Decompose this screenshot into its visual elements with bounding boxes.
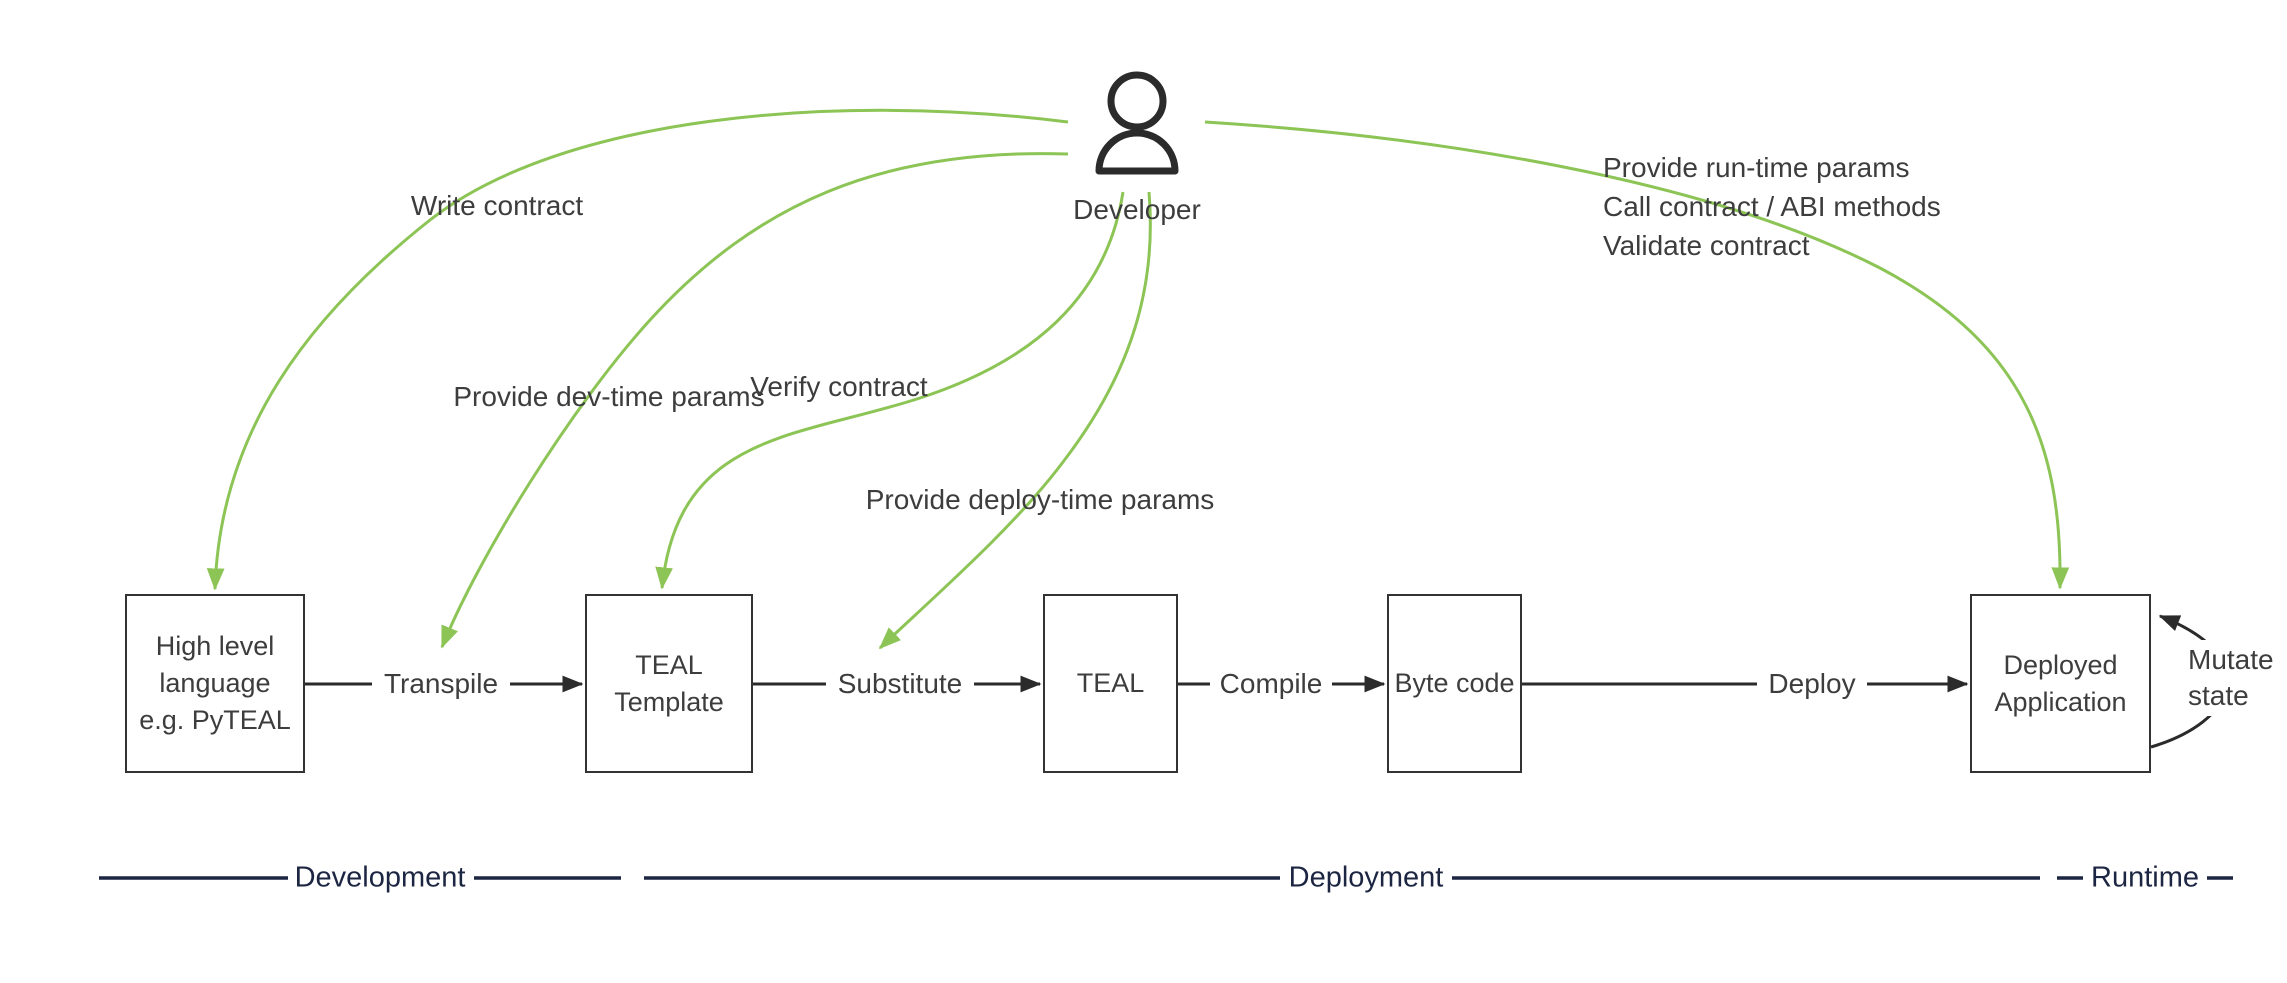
mutate-state-line: state <box>2188 680 2249 711</box>
actor-arrows <box>206 108 2070 650</box>
developer-label: Developer <box>1073 194 1201 225</box>
edge-substitute-label: Substitute <box>837 668 963 699</box>
flow-arrows <box>305 614 2229 749</box>
developer-icon <box>1095 71 1179 175</box>
runtime-annotation-line: Call contract / ABI methods <box>1603 191 1941 222</box>
mutate-state-label: Mutate state <box>2182 640 2280 716</box>
node-teal-template: TEAL Template <box>585 594 753 773</box>
deploy-time-params-label: Provide deploy-time params <box>865 484 1215 515</box>
mutate-state-line: Mutate <box>2188 644 2274 675</box>
write-contract-label: Write contract <box>410 190 584 221</box>
verify-contract-label: Verify contract <box>750 371 928 402</box>
phase-development-label: Development <box>294 861 466 894</box>
node-byte-code: Byte code <box>1387 594 1522 773</box>
runtime-annotation-line: Provide run-time params <box>1603 152 1910 183</box>
arrow-dev-time-params <box>440 152 1069 649</box>
runtime-annotation: Provide run-time params Call contract / … <box>1603 148 1941 265</box>
dev-time-params-label: Provide dev-time params <box>453 381 765 412</box>
node-high-level-language: High level language e.g. PyTEAL <box>125 594 305 773</box>
runtime-annotation-line: Validate contract <box>1603 230 1810 261</box>
arrow-run-time <box>1204 120 2070 590</box>
node-teal: TEAL <box>1043 594 1178 773</box>
phase-deployment-label: Deployment <box>1288 861 1444 894</box>
arrow-write-contract <box>206 108 1069 591</box>
phase-runtime-label: Runtime <box>2091 861 2199 894</box>
edge-deploy-label: Deploy <box>1768 668 1856 699</box>
edge-transpile-label: Transpile <box>383 668 499 699</box>
node-deployed-application: Deployed Application <box>1970 594 2151 773</box>
arrow-deploy-time-params <box>878 191 1152 650</box>
edge-compile-label: Compile <box>1219 668 1323 699</box>
arrow-verify-contract <box>655 191 1125 590</box>
